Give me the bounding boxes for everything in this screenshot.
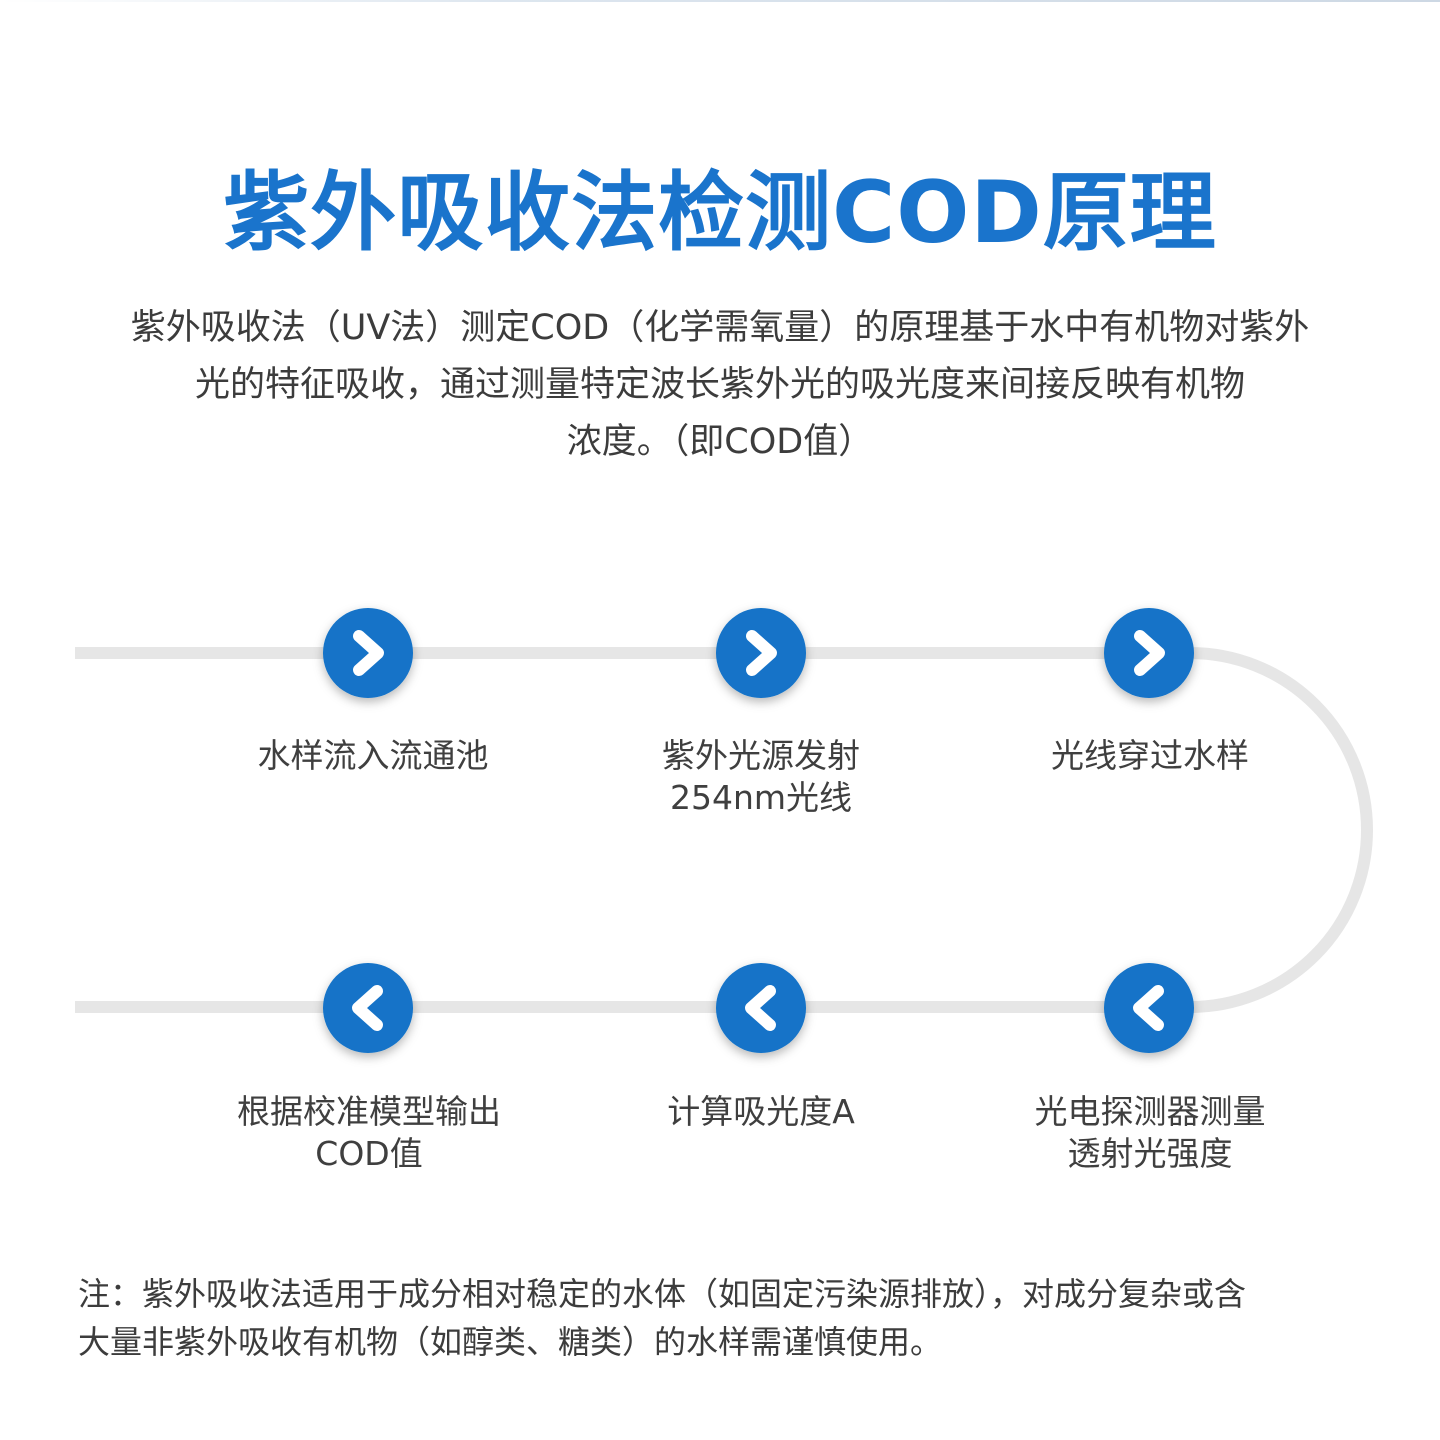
chevron-left-icon (745, 985, 776, 1031)
footnote-line: 大量非紫外吸收有机物（如醇类、糖类）的水样需谨慎使用。 (78, 1323, 943, 1361)
step-label-5: 计算吸光度A (571, 1091, 951, 1133)
intro-line: 光的特征吸收，通过测量特定波长紫外光的吸光度来间接反映有机物 (194, 365, 1245, 405)
step-node-5 (716, 963, 806, 1053)
step-label-line: 紫外光源发射 (662, 736, 860, 775)
step-label-2: 紫外光源发射 254nm光线 (571, 735, 951, 819)
step-label-line: 光电探测器测量 (1034, 1092, 1266, 1131)
top-divider (0, 0, 1440, 2)
footnote: 注：紫外吸收法适用于成分相对稳定的水体（如固定污染源排放），对成分复杂或含 大量… (78, 1270, 1378, 1366)
chevron-left-icon (1133, 985, 1164, 1031)
step-label-line: COD值 (315, 1134, 423, 1173)
chevron-right-icon (353, 630, 384, 676)
intro-line: 紫外吸收法（UV法）测定COD（化学需氧量）的原理基于水中有机物对紫外 (130, 308, 1310, 348)
footnote-line: 注：紫外吸收法适用于成分相对稳定的水体（如固定污染源排放），对成分复杂或含 (78, 1275, 1247, 1313)
step-label-line: 254nm光线 (669, 778, 853, 817)
step-node-3 (1104, 608, 1194, 698)
intro-line: 浓度。（即COD值） (566, 422, 874, 462)
step-node-6 (323, 963, 413, 1053)
chevron-right-icon (1134, 630, 1165, 676)
intro-paragraph: 紫外吸收法（UV法）测定COD（化学需氧量）的原理基于水中有机物对紫外 光的特征… (60, 300, 1380, 471)
page-title: 紫外吸收法检测COD原理 (223, 163, 1217, 263)
step-label-line: 水样流入流通池 (257, 736, 489, 775)
step-node-1 (323, 608, 413, 698)
step-label-line: 光线穿过水样 (1051, 736, 1249, 775)
step-label-4: 光电探测器测量 透射光强度 (960, 1091, 1340, 1175)
chevron-left-icon (352, 985, 383, 1031)
step-label-1: 水样流入流通池 (183, 735, 563, 777)
step-label-3: 光线穿过水样 (960, 735, 1340, 777)
step-node-2 (716, 608, 806, 698)
step-label-line: 透射光强度 (1067, 1134, 1233, 1173)
step-label-6: 根据校准模型输出 COD值 (179, 1091, 559, 1175)
chevron-right-icon (746, 630, 777, 676)
step-node-4 (1104, 963, 1194, 1053)
step-label-line: 根据校准模型输出 (237, 1092, 501, 1131)
step-label-line: 计算吸光度A (667, 1092, 855, 1131)
flow-track-line (75, 647, 1373, 1013)
